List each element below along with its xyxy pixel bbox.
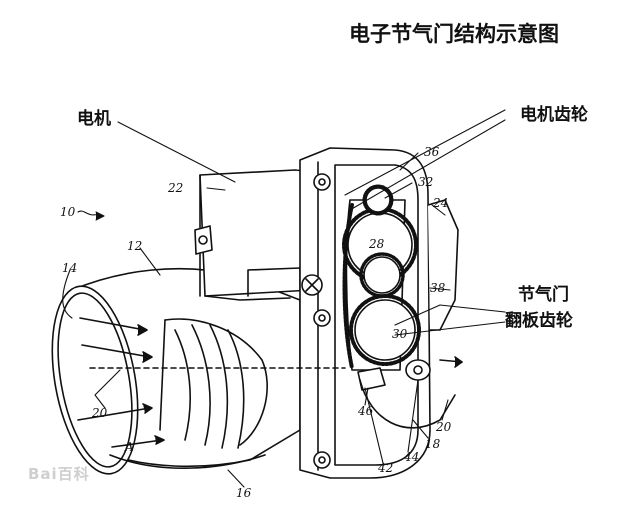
- part-36: 36: [424, 145, 440, 159]
- watermark-logo: Bai百科: [28, 465, 90, 483]
- part-24: 24: [432, 196, 448, 210]
- label-throttle-gear-line2: 翻板齿轮: [505, 311, 573, 331]
- part-30: 30: [392, 327, 408, 341]
- leader-lines: [62, 109, 506, 488]
- part-numbers: 10 12 14 16 18 20 20 22 24 28 30 32 36 3…: [60, 145, 452, 500]
- part-38: 38: [430, 281, 446, 295]
- diagram-title: 电子节气门结构示意图: [349, 22, 559, 46]
- part-32: 32: [418, 175, 433, 189]
- label-motor: 电机: [77, 109, 111, 129]
- motor-housing: [194, 169, 313, 301]
- part-42: 42: [377, 461, 393, 475]
- part-20-right: 20: [435, 420, 452, 434]
- gears: [342, 184, 463, 429]
- part-44: 44: [403, 450, 419, 464]
- part-12: 12: [127, 239, 142, 253]
- part-20-left: 20: [91, 406, 108, 420]
- arrow-a-label: A: [124, 440, 134, 454]
- part-16: 16: [236, 486, 252, 500]
- part-28: 28: [368, 237, 385, 251]
- label-throttle-gear-line1: 节气门: [518, 285, 569, 305]
- flow-arrows: [77, 317, 346, 448]
- part-22: 22: [167, 181, 183, 195]
- part-46: 46: [357, 404, 374, 418]
- throttle-body: [51, 267, 321, 475]
- part-14: 14: [62, 261, 77, 275]
- part-18: 18: [425, 437, 441, 451]
- label-motor-gear: 电机齿轮: [520, 105, 588, 125]
- part-10: 10: [60, 205, 76, 219]
